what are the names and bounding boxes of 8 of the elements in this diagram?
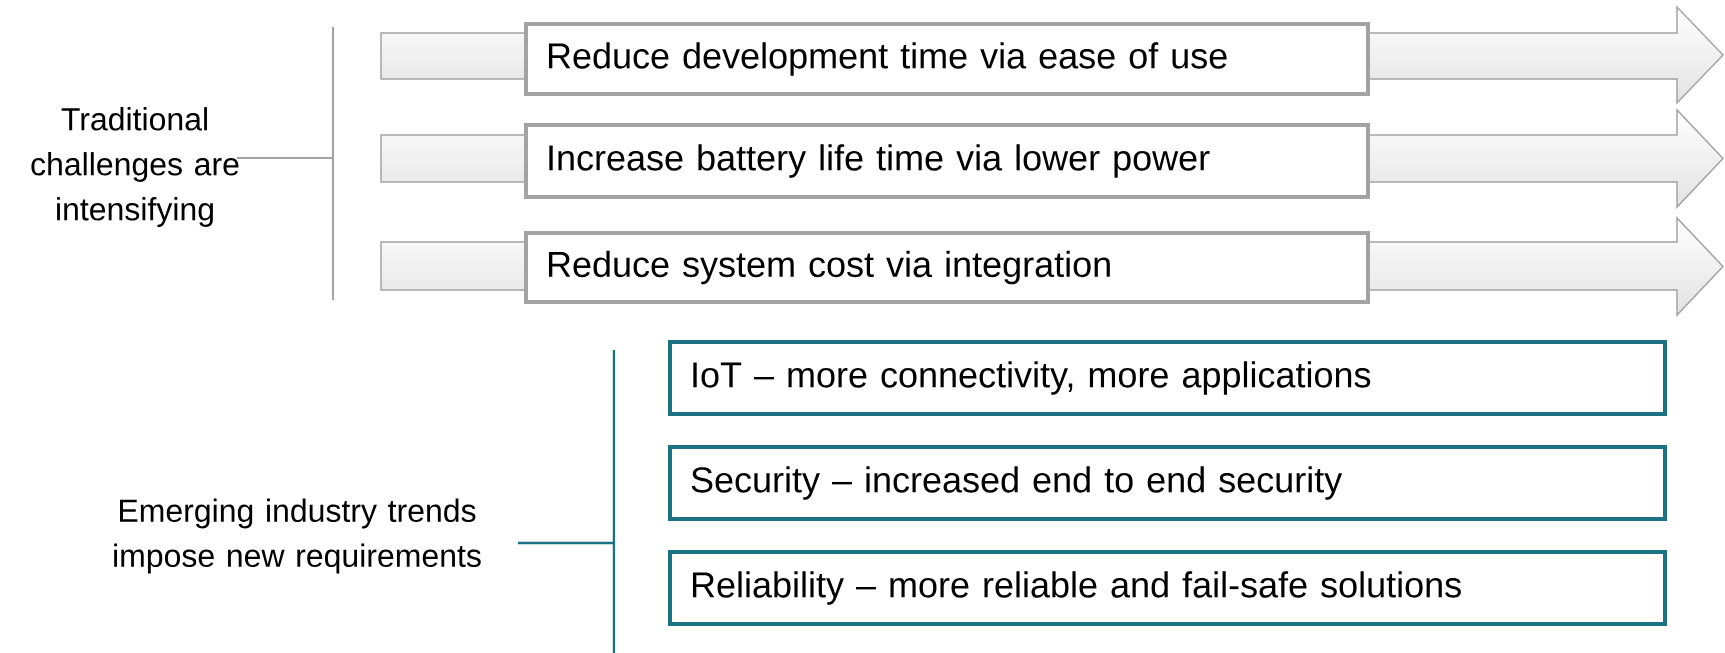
- text-box: Reduce system cost via integration: [524, 231, 1370, 304]
- text-box: Security – increased end to end security: [668, 445, 1667, 521]
- text-box: Reliability – more reliable and fail-safe solutions: [668, 550, 1667, 626]
- text-box: Increase battery life time via lower power: [524, 123, 1370, 199]
- group-label: Traditional challenges are intensifying: [31, 107, 239, 227]
- text-box: Reduce development time via ease of use: [524, 22, 1370, 96]
- group-label: Emerging industry trends impose new requirements: [114, 498, 481, 574]
- text-box: IoT – more connectivity, more applications: [668, 340, 1667, 416]
